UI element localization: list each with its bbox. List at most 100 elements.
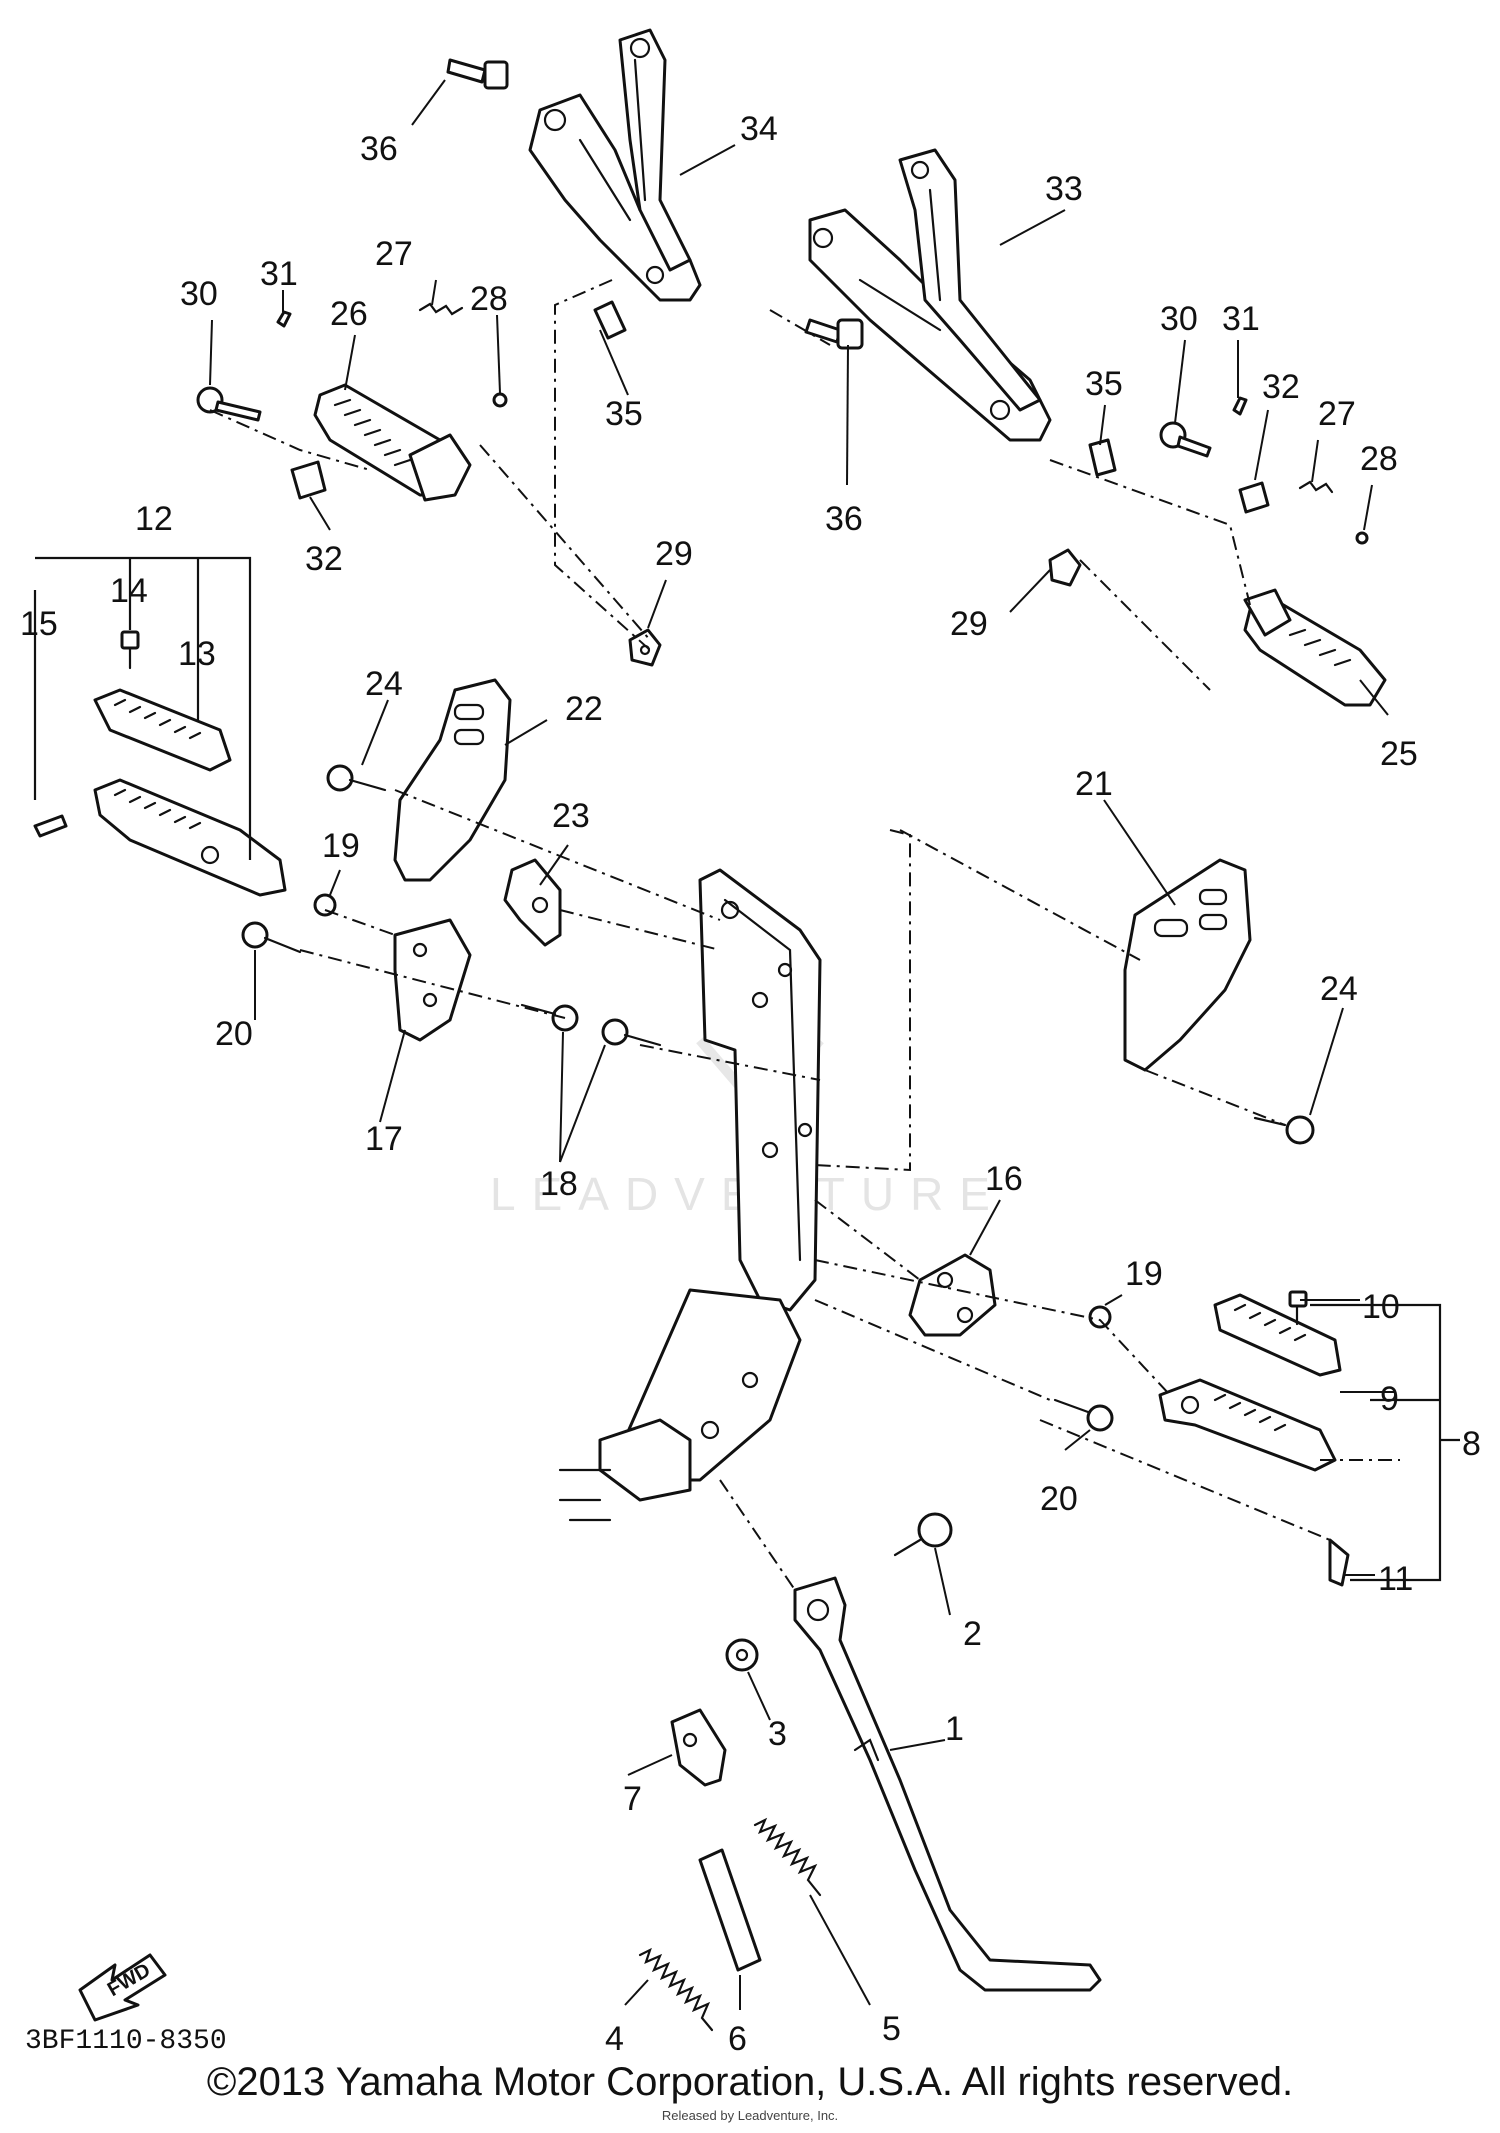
bushing-32-left <box>290 460 327 500</box>
passenger-footrest-26 <box>313 383 472 502</box>
callout-22: 22 <box>565 690 603 728</box>
spring-5 <box>753 1817 822 1897</box>
passenger-footrest-25 <box>1243 588 1387 707</box>
callout-24-right: 24 <box>1320 970 1358 1008</box>
callout-16: 16 <box>985 1160 1023 1198</box>
callout-31-left: 31 <box>260 255 298 293</box>
callout-2: 2 <box>963 1615 982 1653</box>
bolt-24-left <box>326 764 387 792</box>
footrest-assembly-12 <box>93 688 287 897</box>
spring-4 <box>638 1947 714 2032</box>
callout-35-right: 35 <box>1085 365 1123 403</box>
callout-31-right: 31 <box>1222 300 1260 338</box>
bracket-23 <box>503 858 562 947</box>
group-bracket-8 <box>1310 1303 1460 1582</box>
callout-30-right: 30 <box>1160 300 1198 338</box>
callout-27-left: 27 <box>375 235 413 273</box>
footrest-assembly-8 <box>1158 1293 1342 1472</box>
bolt-18-b <box>601 1018 662 1047</box>
washer-19-right <box>1088 1305 1112 1329</box>
cotter-31-right <box>1232 396 1248 416</box>
callout-17: 17 <box>365 1120 403 1158</box>
callout-27-right: 27 <box>1318 395 1356 433</box>
callouts: 36 34 33 27 31 30 28 26 35 30 31 35 32 2… <box>20 110 1481 2058</box>
callout-18: 18 <box>540 1165 578 1203</box>
callout-21: 21 <box>1075 765 1113 803</box>
group-bracket-12 <box>33 556 252 860</box>
spring-27-left <box>418 302 464 316</box>
cotter-31-left <box>276 310 292 328</box>
pin-30-left <box>196 386 262 422</box>
callout-20-right: 20 <box>1040 1480 1078 1518</box>
heel-plate-22 <box>393 678 512 882</box>
released-by-note: Released by Leadventure, Inc. <box>661 2108 839 2123</box>
callout-20-left: 20 <box>215 1015 253 1053</box>
callout-33: 33 <box>1045 170 1083 208</box>
callout-26: 26 <box>330 295 368 333</box>
rear-footrest-bracket-right <box>808 148 1052 442</box>
callout-12: 12 <box>135 500 173 538</box>
callout-34: 34 <box>740 110 778 148</box>
damper-29-right <box>1048 548 1082 587</box>
bolt-20-right <box>1053 1398 1114 1432</box>
callout-3: 3 <box>768 1715 787 1753</box>
bolt-36-upper <box>446 58 509 90</box>
pin-30-right <box>1159 421 1212 458</box>
callout-32-right: 32 <box>1262 368 1300 406</box>
callout-23: 23 <box>552 797 590 835</box>
callout-32-left: 32 <box>305 540 343 578</box>
callout-14: 14 <box>110 572 148 610</box>
callout-36-upper: 36 <box>360 130 398 168</box>
bolt-11 <box>1328 1538 1350 1587</box>
bracket-7 <box>670 1708 727 1787</box>
callout-4: 4 <box>605 2020 624 2058</box>
fwd-arrow: FWD <box>78 1953 167 2022</box>
copyright-notice: ©2013 Yamaha Motor Corporation, U.S.A. A… <box>206 2060 1294 2104</box>
bolt-24-right <box>1253 1115 1315 1145</box>
callout-29-left: 29 <box>655 535 693 573</box>
callout-11: 11 <box>1378 1560 1413 1598</box>
callout-35-upper: 35 <box>605 395 643 433</box>
ball-28-left <box>492 392 508 408</box>
footrest-bracket-17 <box>393 918 472 1042</box>
frame-section <box>558 868 822 1522</box>
bolt-14 <box>120 630 140 670</box>
callout-36-right: 36 <box>825 500 863 538</box>
callout-8: 8 <box>1462 1425 1481 1463</box>
callout-1: 1 <box>945 1710 964 1748</box>
callout-9: 9 <box>1380 1380 1399 1418</box>
leader-lines <box>209 79 1395 2010</box>
bolt-36-right <box>804 318 864 350</box>
callout-6: 6 <box>728 2020 747 2058</box>
callout-28-left: 28 <box>470 280 508 318</box>
rear-footrest-bracket-left <box>528 28 702 302</box>
callout-19-right: 19 <box>1125 1255 1163 1293</box>
callout-28-right: 28 <box>1360 440 1398 478</box>
callout-10: 10 <box>1362 1288 1400 1326</box>
heel-plate-21 <box>1123 858 1252 1072</box>
assembly-lines <box>209 279 1400 1591</box>
callout-19-left: 19 <box>322 827 360 865</box>
callout-29-right: 29 <box>950 605 988 643</box>
callout-5: 5 <box>882 2010 901 2048</box>
callout-15: 15 <box>20 605 58 643</box>
callout-7: 7 <box>623 1780 642 1818</box>
bushing-32-right <box>1238 481 1270 514</box>
ball-28-right <box>1355 531 1369 545</box>
nut-3 <box>725 1638 759 1672</box>
callout-30-left: 30 <box>180 275 218 313</box>
collar-35-upper <box>593 300 627 340</box>
drawing-number: 3BF1110-8350 <box>25 2026 227 2057</box>
bolt-20-left <box>241 921 302 954</box>
bolt-2 <box>893 1512 953 1557</box>
footrest-bracket-16 <box>908 1253 997 1337</box>
sidestand-1 <box>793 1576 1102 1992</box>
sleeve-6 <box>698 1848 762 1972</box>
washer-19-left <box>313 893 337 917</box>
spring-27-right <box>1298 480 1334 494</box>
bolt-15 <box>33 814 68 838</box>
callout-25: 25 <box>1380 735 1418 773</box>
collar-35-right <box>1088 438 1117 477</box>
callout-13: 13 <box>178 635 216 673</box>
